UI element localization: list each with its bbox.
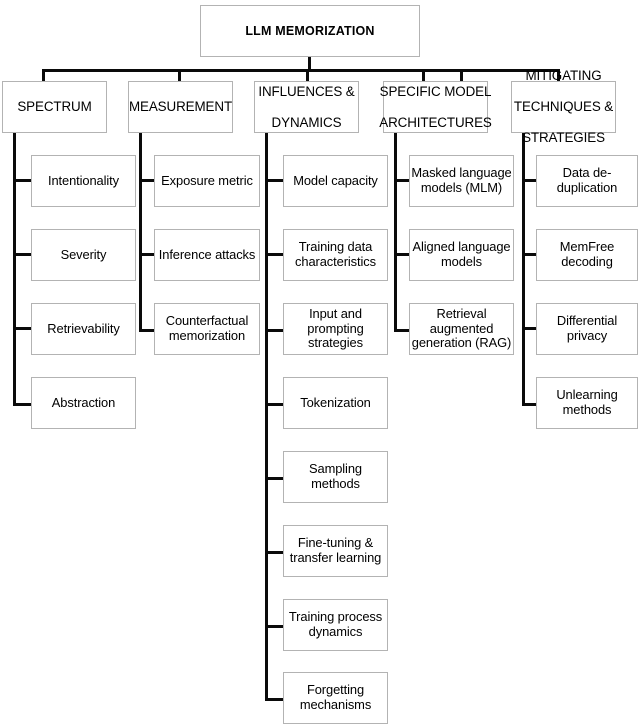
leaf-fine-tuning-transfer-learning: Fine-tuning & transfer learning	[283, 525, 388, 577]
stub-c3-r8	[265, 698, 285, 701]
stub-c1-r2	[13, 253, 33, 256]
branch-drop-3	[306, 69, 309, 83]
leaf-counterfactual-memorization: Counterfactual memorization	[154, 303, 260, 355]
leaf-training-data-characteristics: Training data characteristics	[283, 229, 388, 281]
branch-header-spectrum-label: SPECTRUM	[17, 99, 92, 115]
leaf-label: Forgetting mechanisms	[299, 682, 372, 712]
stub-c2-r1	[139, 179, 159, 182]
stub-c3-r6	[265, 551, 285, 554]
stub-c5-r2	[522, 253, 542, 256]
leaf-label: Counterfactual memorization	[165, 313, 249, 343]
leaf-label: Inference attacks	[158, 246, 256, 262]
stub-c5-r1	[522, 179, 542, 182]
stub-c3-r7	[265, 625, 285, 628]
leaf-unlearning-methods: Unlearning methods	[536, 377, 638, 429]
leaf-retrieval-augmented-generation: Retrieval augmented generation (RAG)	[409, 303, 514, 355]
branch-drop-4	[422, 69, 425, 83]
leaf-label: Sampling methods	[309, 461, 362, 491]
branch-bus-right-extension	[460, 69, 560, 72]
stub-c4-r2	[394, 253, 414, 256]
spine-column-4	[394, 133, 397, 332]
branch-drop-5	[460, 69, 463, 83]
leaf-exposure-metric: Exposure metric	[154, 155, 260, 207]
branch-drop-5b	[557, 69, 560, 83]
leaf-label: Input and prompting strategies	[307, 305, 364, 351]
leaf-label: Fine-tuning & transfer learning	[289, 535, 382, 565]
stub-c3-r1	[265, 179, 285, 182]
leaf-label: Training data characteristics	[295, 239, 376, 269]
leaf-label: Tokenization	[300, 394, 371, 410]
leaf-model-capacity: Model capacity	[283, 155, 388, 207]
branch-drop-1	[42, 69, 45, 83]
leaf-tokenization: Tokenization	[283, 377, 388, 429]
leaf-inference-attacks: Inference attacks	[154, 229, 260, 281]
leaf-severity: Severity	[31, 229, 136, 281]
leaf-aligned-language-models: Aligned language models	[409, 229, 514, 281]
root-node-label: LLM MEMORIZATION	[245, 23, 375, 38]
leaf-label: Training process dynamics	[288, 609, 383, 639]
leaf-sampling-methods: Sampling methods	[283, 451, 388, 503]
stub-c2-r2	[139, 253, 159, 256]
branch-header-spectrum: SPECTRUM	[2, 81, 107, 133]
stub-c5-r4	[522, 403, 542, 406]
spine-column-5	[522, 133, 525, 406]
leaf-label: Intentionality	[48, 172, 119, 188]
leaf-label: Masked language models (MLM)	[411, 165, 512, 195]
branch-header-measurement: MEASUREMENT	[128, 81, 233, 133]
leaf-retrievability: Retrievability	[31, 303, 136, 355]
leaf-label: Aligned language models	[412, 239, 511, 269]
branch-header-influences-dynamics: INFLUENCES &DYNAMICS	[254, 81, 359, 133]
leaf-differential-privacy: Differential privacy	[536, 303, 638, 355]
leaf-label: Abstraction	[51, 394, 116, 410]
leaf-label: Data de-duplication	[556, 165, 618, 195]
leaf-label: Severity	[60, 246, 107, 262]
stub-c3-r4	[265, 403, 285, 406]
stub-c2-r3	[139, 329, 159, 332]
stub-c1-r3	[13, 327, 33, 330]
stub-c4-r1	[394, 179, 414, 182]
leaf-memfree-decoding: MemFree decoding	[536, 229, 638, 281]
leaf-forgetting-mechanisms: Forgetting mechanisms	[283, 672, 388, 724]
leaf-label: Differential privacy	[556, 313, 618, 343]
branch-bus-line	[42, 69, 463, 72]
leaf-data-deduplication: Data de-duplication	[536, 155, 638, 207]
root-connector-drop	[308, 57, 311, 71]
stub-c3-r5	[265, 477, 285, 480]
spine-column-2	[139, 133, 142, 332]
branch-header-influences-dynamics-label: INFLUENCES &DYNAMICS	[258, 83, 355, 130]
stub-c3-r2	[265, 253, 285, 256]
leaf-label: Unlearning methods	[556, 387, 618, 417]
stub-c1-r4	[13, 403, 33, 406]
leaf-label: Retrievability	[47, 320, 120, 336]
leaf-masked-language-models: Masked language models (MLM)	[409, 155, 514, 207]
stub-c4-r3	[394, 329, 414, 332]
leaf-label: MemFree decoding	[559, 239, 615, 269]
spine-column-1	[13, 133, 16, 406]
leaf-label: Retrieval augmented generation (RAG)	[411, 305, 512, 351]
leaf-label: Exposure metric	[161, 172, 253, 188]
root-node: LLM MEMORIZATION	[200, 5, 420, 57]
leaf-abstraction: Abstraction	[31, 377, 136, 429]
leaf-intentionality: Intentionality	[31, 155, 136, 207]
stub-c3-r3	[265, 329, 285, 332]
leaf-training-process-dynamics: Training process dynamics	[283, 599, 388, 651]
stub-c1-r1	[13, 179, 33, 182]
spine-column-3	[265, 133, 268, 701]
branch-header-measurement-label: MEASUREMENT	[128, 99, 233, 115]
branch-drop-2	[178, 69, 181, 83]
stub-c5-r3	[522, 327, 542, 330]
leaf-label: Model capacity	[293, 172, 378, 188]
leaf-input-prompting-strategies: Input and prompting strategies	[283, 303, 388, 355]
